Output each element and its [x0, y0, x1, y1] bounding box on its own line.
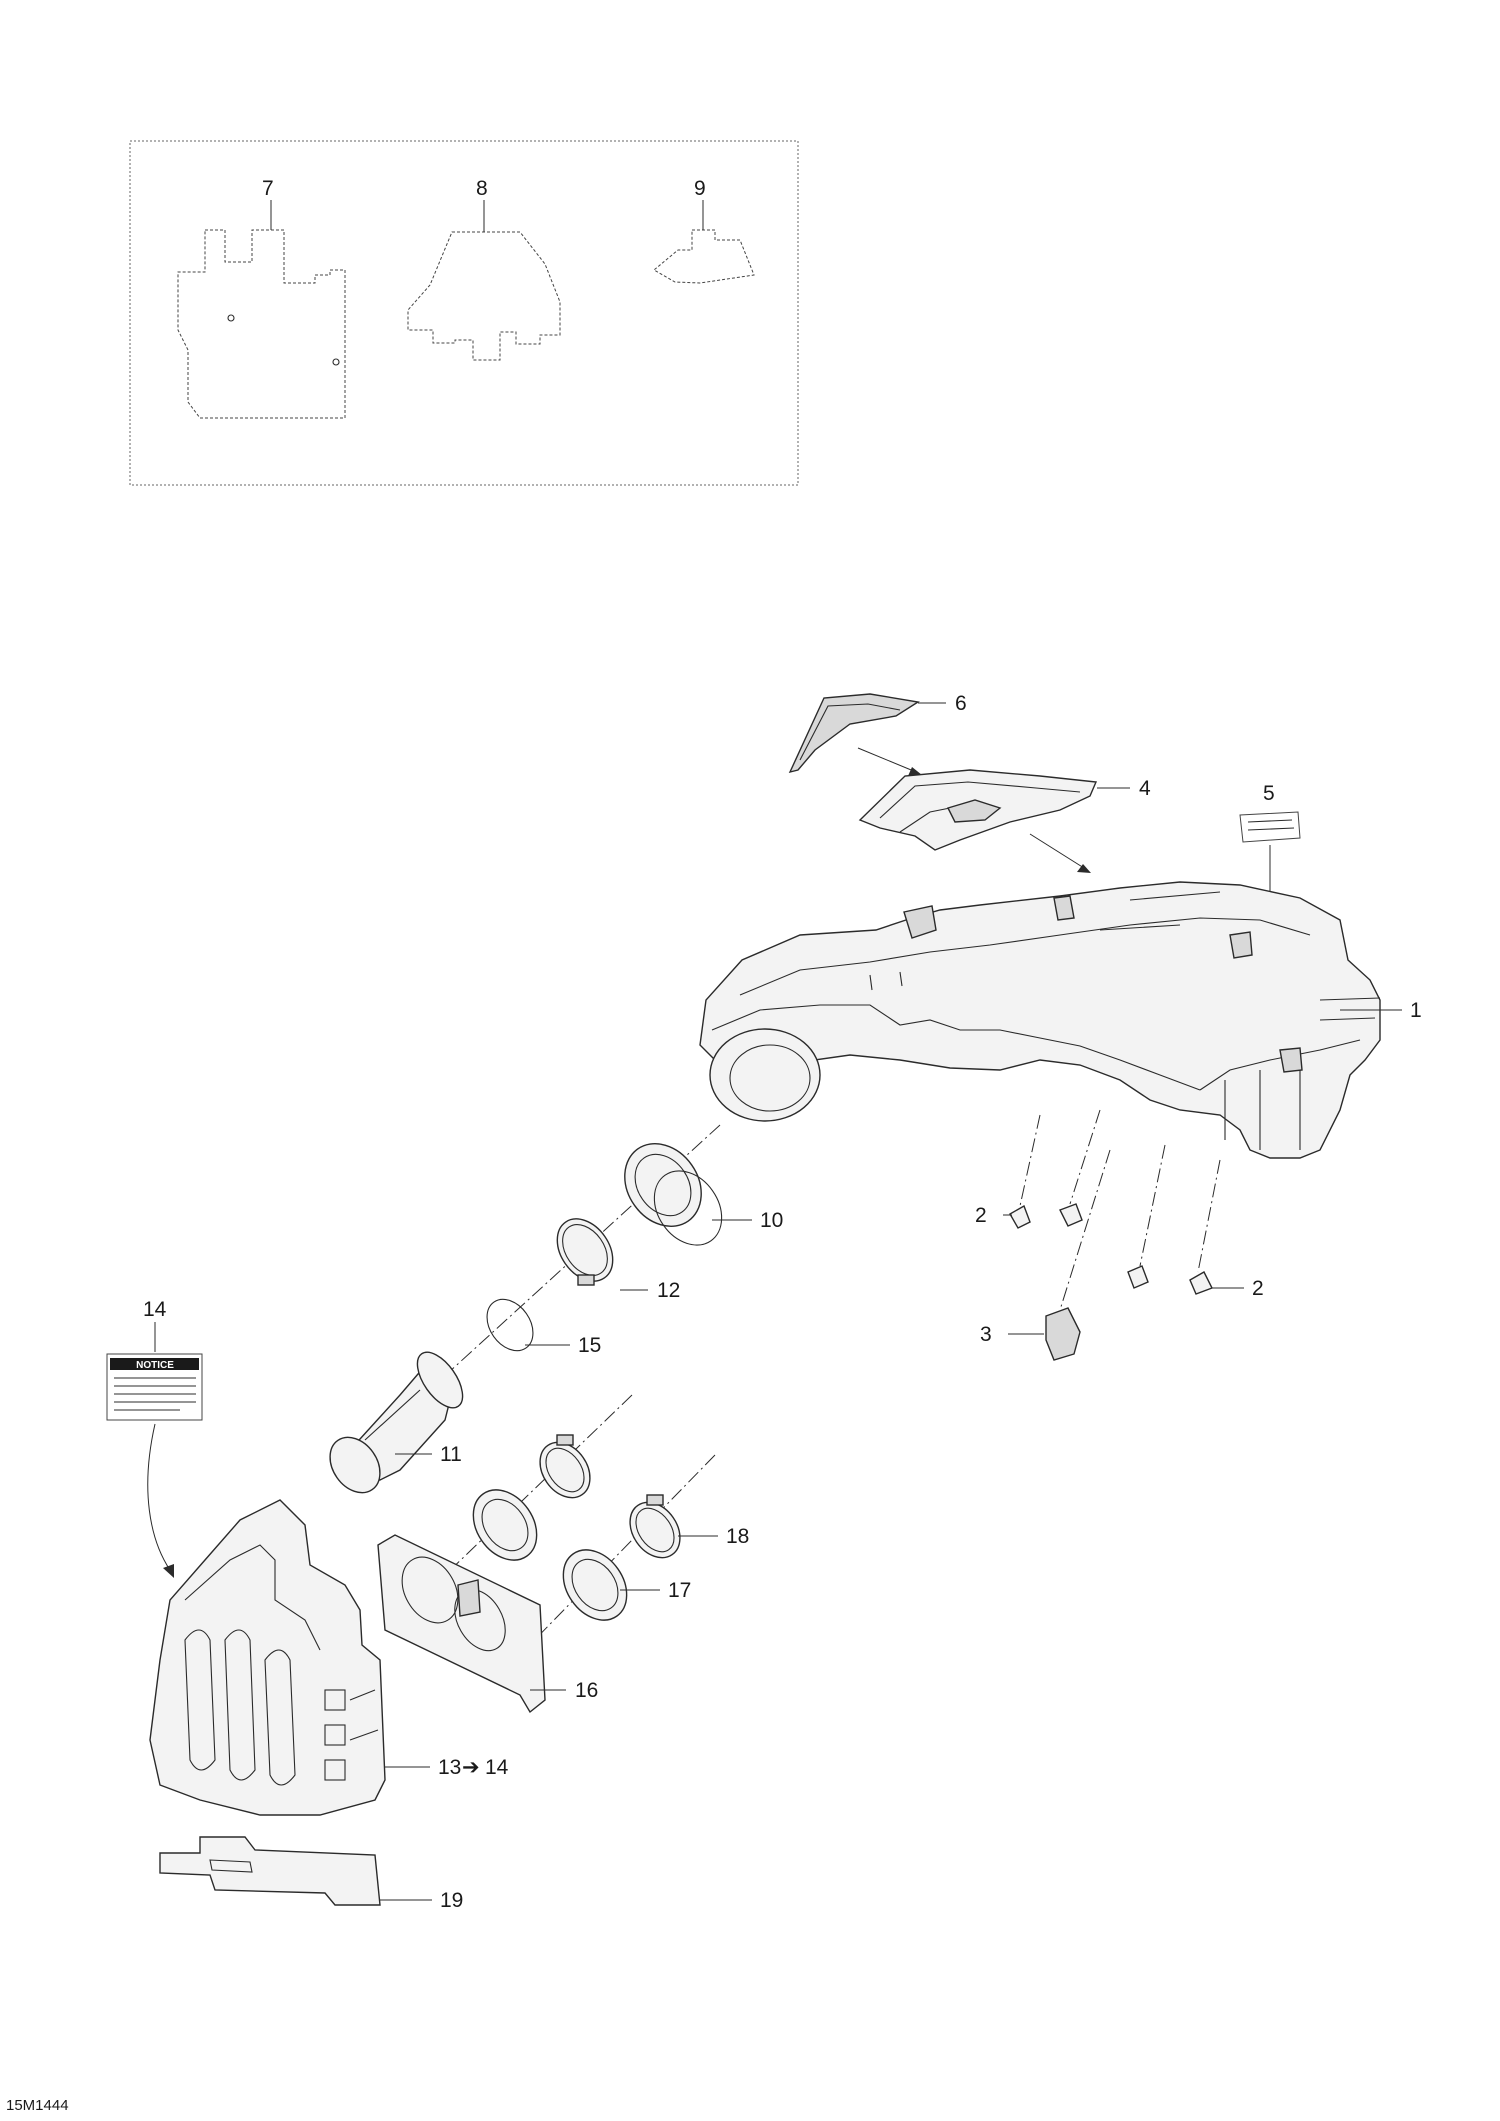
part-14-notice-label: NOTICE — [106, 1353, 203, 1421]
part-clamp-left — [539, 1434, 591, 1499]
callout-15: 15 — [578, 1334, 601, 1357]
part-10-ring — [624, 1143, 723, 1246]
part-2-clip-a — [1009, 1203, 1083, 1229]
callout-4: 4 — [1139, 777, 1151, 800]
drawing-code: 15M1444 — [6, 2097, 69, 2114]
notice-label-heading: NOTICE — [136, 1360, 174, 1371]
part-9-gasket — [653, 229, 755, 284]
callout-18: 18 — [726, 1525, 749, 1548]
part-7-gasket — [177, 229, 346, 419]
part-19-mat — [159, 1836, 381, 1906]
callout-3: 3 — [980, 1323, 992, 1346]
callout-11: 11 — [440, 1443, 462, 1466]
assembly-axis-right-lower — [514, 1454, 716, 1661]
part-5-label — [1239, 811, 1301, 843]
callout-1: 1 — [1410, 999, 1422, 1022]
part-4-cover — [858, 769, 1098, 851]
callout-6: 6 — [955, 692, 967, 715]
part-13-silencer — [149, 1499, 386, 1816]
part-1-intake-mouth — [709, 1028, 821, 1122]
callout-13-arrow: ➔ — [462, 1756, 480, 1779]
part-18-clamp — [629, 1494, 681, 1559]
part-2-clip-b — [1127, 1265, 1213, 1295]
callout-5: 5 — [1263, 782, 1275, 805]
part-11-duct — [329, 1351, 464, 1494]
callout-7: 7 — [262, 177, 274, 200]
callout-12: 12 — [657, 1279, 680, 1302]
callout-17: 17 — [668, 1579, 691, 1602]
assembly-axis-right-upper — [439, 1394, 633, 1581]
part-6-seal — [788, 693, 920, 774]
part-sleeve-left — [472, 1489, 538, 1561]
part-1-airbox — [699, 881, 1381, 1159]
part-15-oring — [486, 1298, 534, 1352]
part-17-sleeve — [562, 1549, 628, 1621]
part-8-gasket — [407, 231, 561, 361]
inset-frame — [129, 140, 799, 486]
callout-8: 8 — [476, 177, 488, 200]
callout-2a: 2 — [975, 1204, 987, 1227]
callout-14: 14 — [143, 1298, 167, 1321]
callout-13: 13 — [438, 1756, 461, 1779]
callout-9: 9 — [694, 177, 706, 200]
callout-10: 10 — [760, 1209, 783, 1232]
part-12-clamp — [556, 1218, 614, 1286]
callout-16: 16 — [575, 1679, 598, 1702]
callout-13-ref: 14 — [485, 1756, 509, 1779]
part-16-plate — [377, 1534, 546, 1714]
part-3-bracket — [1045, 1307, 1081, 1361]
callout-19: 19 — [440, 1889, 463, 1912]
callout-2b: 2 — [1252, 1277, 1264, 1300]
